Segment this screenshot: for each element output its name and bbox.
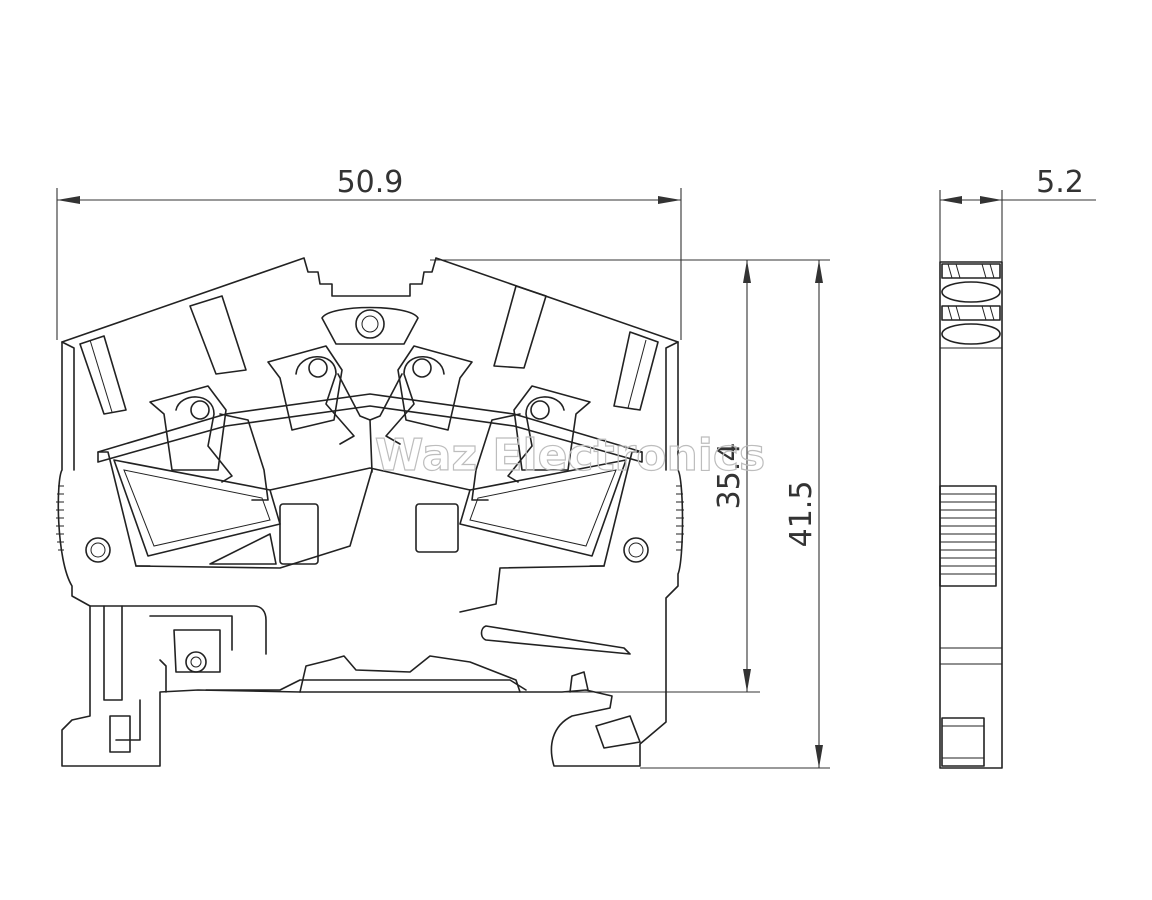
dimension-label-side: 5.2	[1036, 165, 1084, 200]
dimension-overall-width: 50.9	[56, 165, 682, 340]
dimension-label-rail-height: 35.4	[712, 443, 747, 510]
dimension-side-width: 5.2	[939, 165, 1096, 262]
side-grip-texture	[940, 493, 996, 575]
side-grip-left	[56, 485, 64, 551]
internal-structure	[89, 469, 631, 741]
dimension-height-rail: 35.4	[430, 259, 760, 693]
dimension-overall-height: 41.5	[640, 259, 830, 769]
housing-outline	[57, 257, 684, 767]
front-view	[56, 257, 684, 767]
watermark-text: Waz Electronics	[375, 430, 765, 481]
rail-foot	[109, 655, 641, 753]
wire-chambers	[113, 419, 627, 557]
spring-clamps	[149, 345, 591, 501]
side-view	[939, 261, 1003, 769]
side-grip-right	[676, 485, 684, 551]
dimension-label-width: 50.9	[337, 165, 404, 200]
dimension-label-overall-height: 41.5	[784, 481, 819, 548]
mounting-holes	[85, 537, 649, 673]
top-slots	[79, 285, 659, 415]
center-socket	[321, 306, 419, 345]
